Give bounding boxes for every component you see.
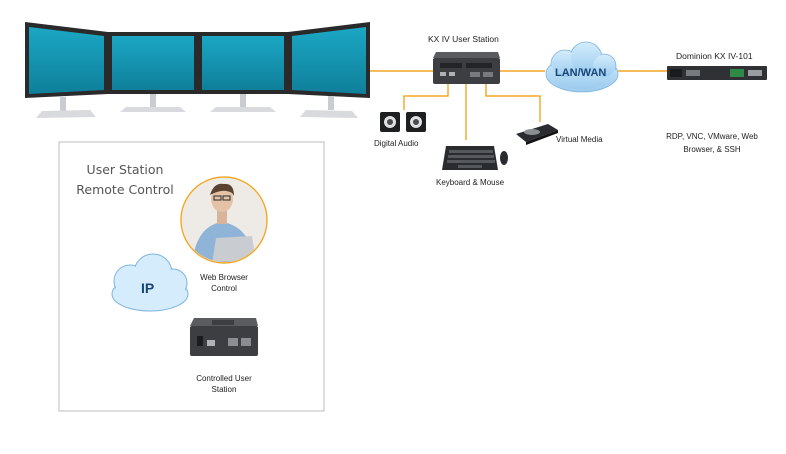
connector-station-media — [485, 84, 541, 122]
connector-station-audio — [403, 82, 449, 110]
speakers-icon — [380, 112, 426, 132]
kx-user-station-label: KX IV User Station — [428, 34, 499, 44]
kx-user-station-device — [433, 52, 500, 84]
controlled-user-station-label: Controlled User Station — [196, 374, 252, 394]
monitor-array — [25, 22, 370, 118]
ip-cloud — [111, 253, 189, 312]
protocols-note: RDP, VNC, VMware, Web Browser, & SSH — [666, 132, 758, 154]
keyboard-mouse-icon — [442, 146, 508, 170]
dominion-device — [667, 66, 767, 80]
web-browser-control-label: Web Browser Control — [200, 273, 248, 293]
remote-control-panel — [58, 141, 325, 412]
digital-audio-label: Digital Audio — [374, 139, 419, 148]
lan-wan-label: LAN/WAN — [555, 67, 607, 79]
virtual-media-label: Virtual Media — [556, 135, 603, 144]
panel-title-line-1: User Station — [86, 162, 164, 177]
panel-title-line-2: Remote Control — [76, 182, 174, 197]
ip-label: IP — [141, 280, 155, 296]
dominion-label: Dominion KX IV-101 — [676, 51, 753, 61]
virtual-media-icon — [516, 124, 558, 145]
user-photo — [180, 176, 268, 264]
monitor-4 — [288, 22, 370, 118]
monitor-1 — [25, 22, 108, 118]
lan-wan-cloud — [545, 41, 619, 93]
keyboard-mouse-label: Keyboard & Mouse — [436, 178, 505, 187]
monitor-3 — [198, 32, 288, 112]
monitor-2 — [108, 32, 198, 112]
controlled-station-device — [190, 318, 258, 356]
panel-title: User Station Remote Control — [60, 160, 190, 200]
